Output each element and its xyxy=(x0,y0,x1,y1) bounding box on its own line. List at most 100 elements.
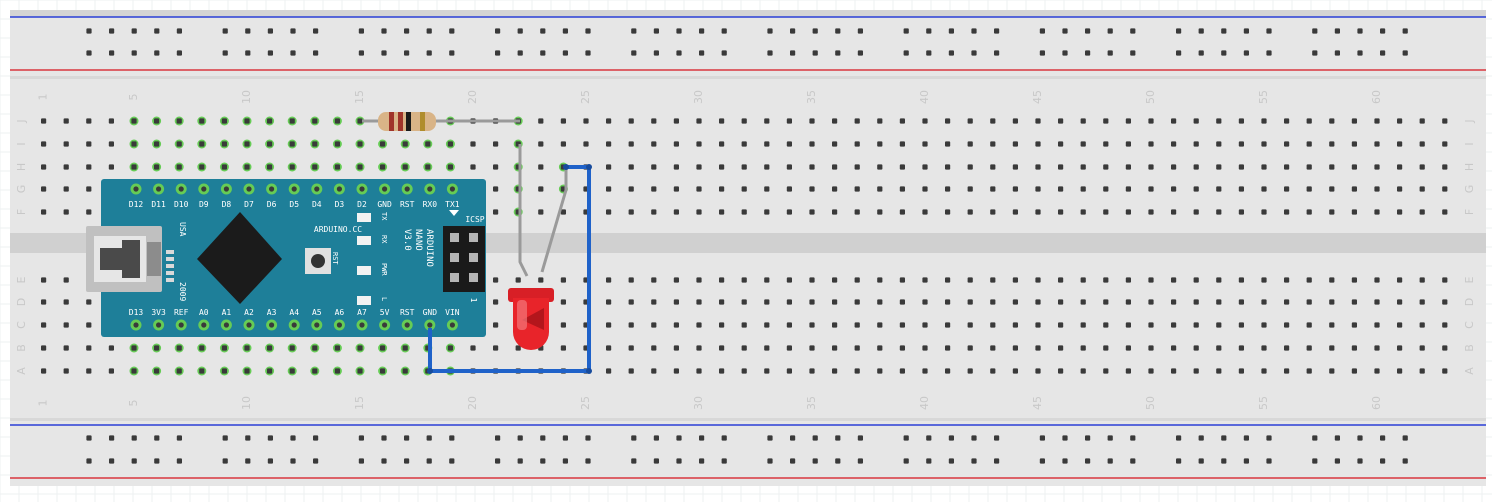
rail-hole xyxy=(903,435,909,441)
hole xyxy=(41,322,47,328)
hole xyxy=(538,277,544,283)
hole xyxy=(1035,164,1041,170)
hole xyxy=(764,209,770,215)
pin-label-top: GND xyxy=(377,200,392,209)
hole xyxy=(628,118,634,124)
hole xyxy=(1351,322,1357,328)
hole xyxy=(990,164,996,170)
rail-hole xyxy=(1176,28,1182,34)
hole xyxy=(1419,345,1425,351)
hole xyxy=(1329,345,1335,351)
hole xyxy=(786,209,792,215)
hole xyxy=(628,164,634,170)
hole xyxy=(990,186,996,192)
hole xyxy=(425,141,431,147)
hole xyxy=(538,164,544,170)
rail-hole xyxy=(699,435,705,441)
hole xyxy=(967,277,973,283)
hole xyxy=(967,164,973,170)
hole xyxy=(1125,368,1131,374)
pin-label-bottom: 3V3 xyxy=(151,308,166,317)
rail-hole xyxy=(245,50,251,56)
led-label-l: L xyxy=(380,297,388,301)
hole xyxy=(1261,322,1267,328)
arduino-top-pin xyxy=(291,186,297,192)
row-letter: I xyxy=(15,142,28,145)
hole xyxy=(560,299,566,305)
hole xyxy=(696,345,702,351)
rail-hole xyxy=(653,28,659,34)
hole xyxy=(1284,368,1290,374)
hole xyxy=(922,368,928,374)
hole xyxy=(244,345,250,351)
hole xyxy=(1397,299,1403,305)
pin-label-top: D2 xyxy=(357,200,367,209)
hole xyxy=(41,164,47,170)
hole xyxy=(719,322,725,328)
hole xyxy=(1284,322,1290,328)
column-number: 35 xyxy=(805,396,818,410)
pin-label-top: D5 xyxy=(289,200,299,209)
rail-hole xyxy=(176,50,182,56)
hole xyxy=(493,322,499,328)
hole xyxy=(1419,209,1425,215)
hole xyxy=(606,299,612,305)
hole xyxy=(470,345,476,351)
column-number: 50 xyxy=(1144,396,1157,410)
rail-hole xyxy=(926,50,932,56)
rail-hole xyxy=(1266,50,1272,56)
rail-hole xyxy=(857,458,863,464)
rail-hole xyxy=(926,458,932,464)
hole xyxy=(741,118,747,124)
rail-hole xyxy=(358,28,364,34)
rail-hole xyxy=(767,28,773,34)
pin-label-bottom: REF xyxy=(174,308,189,317)
hole xyxy=(334,345,340,351)
hole xyxy=(990,209,996,215)
arduino-bottom-pin xyxy=(382,322,388,328)
column-number: 20 xyxy=(466,90,479,104)
icsp-pin1-label: 1 xyxy=(469,298,478,303)
column-number: 10 xyxy=(240,396,253,410)
hole xyxy=(357,118,363,124)
rail-hole xyxy=(404,435,410,441)
hole xyxy=(1216,186,1222,192)
rail-hole xyxy=(1198,28,1204,34)
rail-hole xyxy=(313,458,319,464)
hole xyxy=(832,322,838,328)
hole xyxy=(1261,186,1267,192)
hole xyxy=(741,277,747,283)
hole xyxy=(1148,299,1154,305)
hole xyxy=(899,368,905,374)
hole xyxy=(854,277,860,283)
hole xyxy=(41,141,47,147)
hole xyxy=(1193,368,1199,374)
rail-hole xyxy=(926,28,932,34)
hole xyxy=(1080,186,1086,192)
hole xyxy=(1442,368,1448,374)
hole xyxy=(1238,141,1244,147)
hole xyxy=(1012,141,1018,147)
rail-hole xyxy=(517,28,523,34)
hole xyxy=(538,141,544,147)
hole xyxy=(1374,118,1380,124)
rail-hole xyxy=(131,28,137,34)
hole xyxy=(696,277,702,283)
rail-hole xyxy=(812,435,818,441)
hole xyxy=(154,345,160,351)
column-number: 40 xyxy=(918,90,931,104)
hole xyxy=(1171,322,1177,328)
hole xyxy=(131,164,137,170)
rail-divider xyxy=(10,418,1486,421)
hole xyxy=(967,299,973,305)
hole xyxy=(628,368,634,374)
arduino-top-pin xyxy=(427,186,433,192)
hole xyxy=(673,118,679,124)
hole xyxy=(244,118,250,124)
rail-hole xyxy=(1334,435,1340,441)
hole xyxy=(221,141,227,147)
rail-hole xyxy=(449,28,455,34)
hole xyxy=(606,368,612,374)
arduino-bottom-pin xyxy=(223,322,229,328)
row-letter: H xyxy=(15,163,28,171)
